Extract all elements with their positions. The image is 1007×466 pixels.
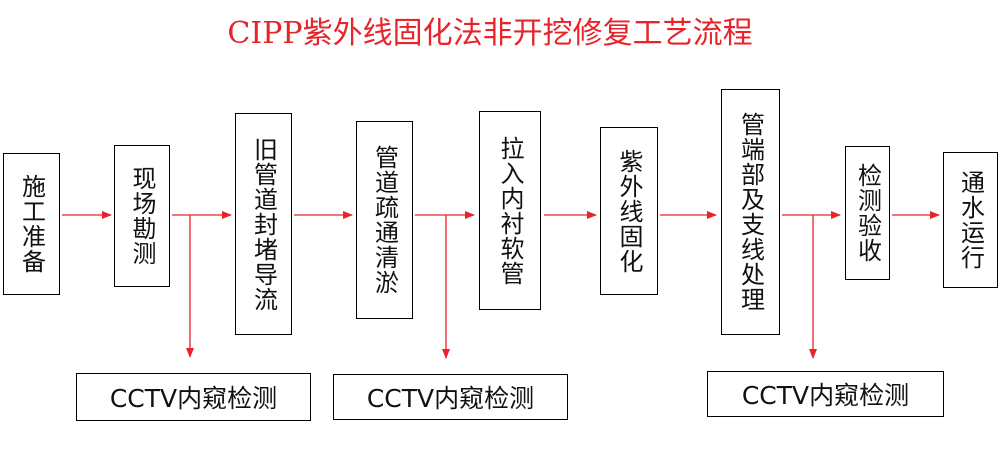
step-box-7: 管端部及支线处理 (721, 89, 780, 335)
step-label: 紫外线固化 (615, 148, 643, 274)
step-label: 检测验收 (853, 163, 882, 263)
inspection-label: CCTV内窥检测 (366, 384, 535, 413)
inspection-label: CCTV内窥检测 (109, 384, 278, 413)
step-label: 通水运行 (956, 170, 985, 270)
step-box-2: 现场勘测 (114, 145, 170, 287)
diagram-title: CIPP紫外线固化法非开挖修复工艺流程 (227, 16, 753, 51)
step-box-1: 施工准备 (3, 153, 60, 295)
inspection-box-2: CCTV内窥检测 (333, 374, 568, 420)
step-box-6: 紫外线固化 (600, 127, 658, 295)
step-label: 旧管道封堵导流 (249, 136, 278, 312)
step-label: 拉入内衬软管 (496, 135, 524, 286)
inspection-box-1: CCTV内窥检测 (76, 373, 311, 421)
step-label: 管道疏通清淤 (370, 145, 399, 295)
step-label: 施工准备 (17, 174, 46, 274)
step-box-5: 拉入内衬软管 (479, 111, 541, 310)
step-box-9: 通水运行 (943, 152, 998, 288)
step-box-4: 管道疏通清淤 (356, 121, 413, 319)
step-box-3: 旧管道封堵导流 (235, 113, 292, 335)
inspection-label: CCTV内窥检测 (741, 381, 910, 410)
step-box-8: 检测验收 (845, 146, 890, 280)
inspection-box-3: CCTV内窥检测 (707, 371, 944, 417)
step-label: 现场勘测 (128, 166, 156, 266)
step-label: 管端部及支线处理 (736, 112, 765, 312)
